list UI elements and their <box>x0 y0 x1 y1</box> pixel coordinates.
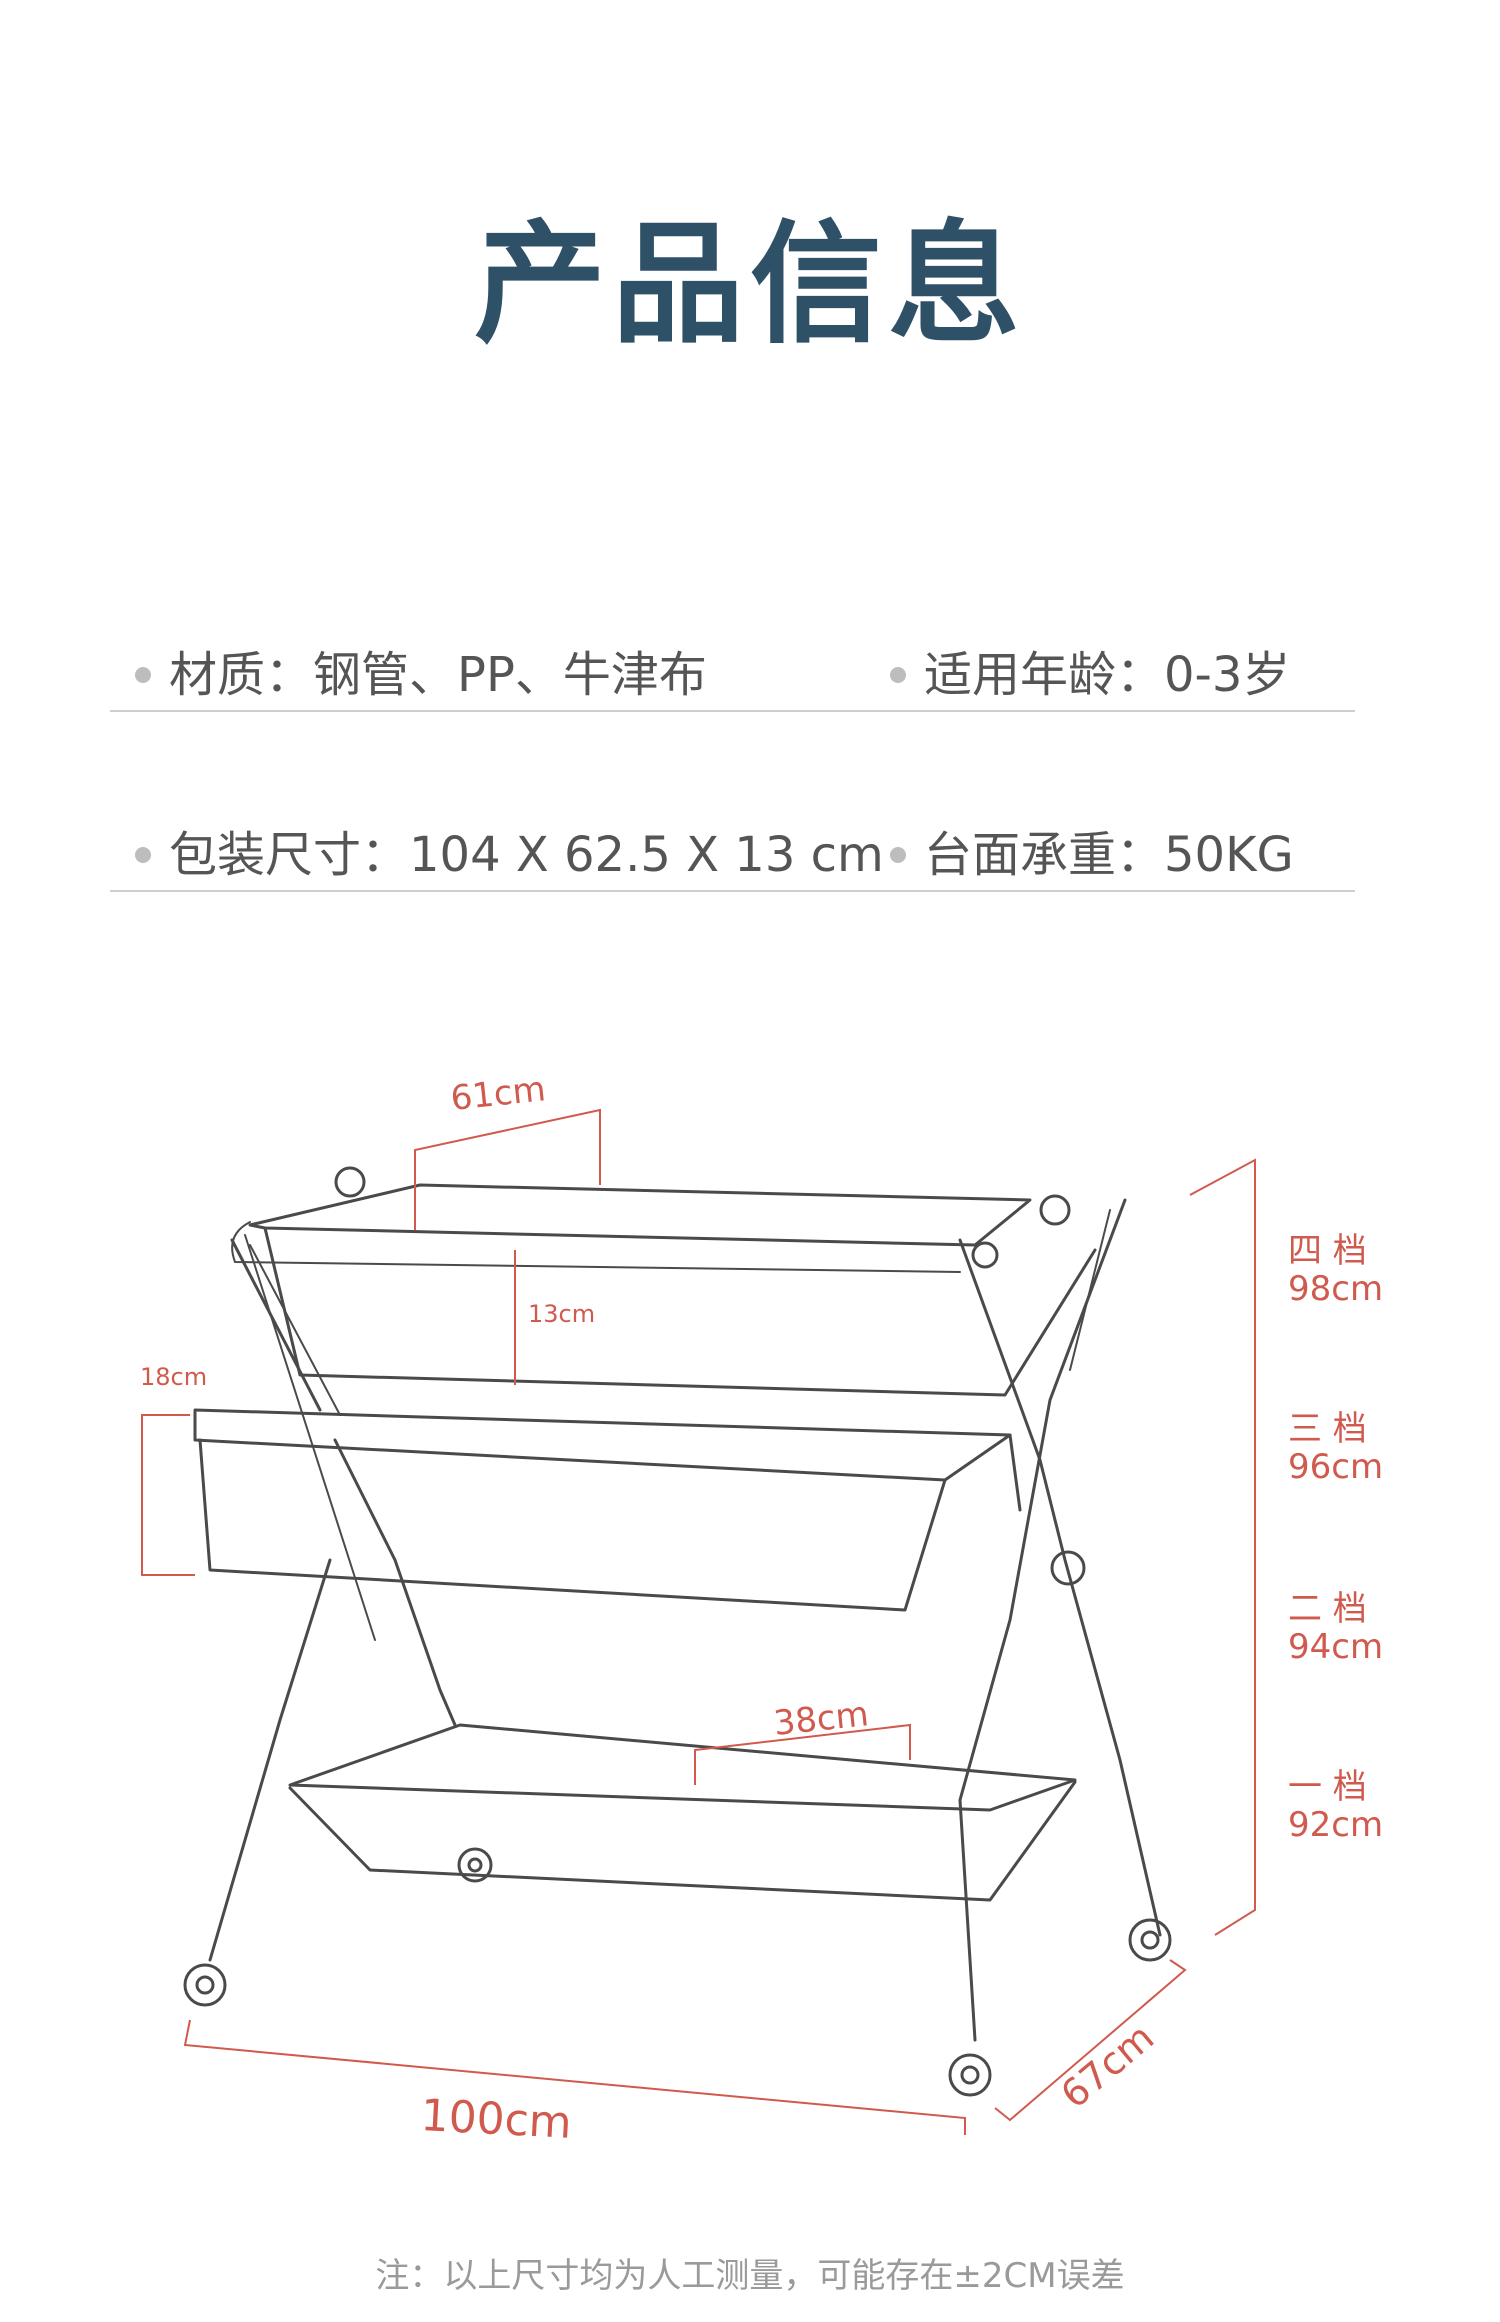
measurement-note: 注：以上尺寸均为人工测量，可能存在±2CM误差 <box>375 2256 1125 2296</box>
spec-age-text: 适用年龄：0-3岁 <box>924 647 1291 703</box>
dimension-lines <box>141 1108 1256 2135</box>
bullet-icon <box>135 667 151 683</box>
gear-3-label: 三 档 <box>1288 1409 1367 1449</box>
divider <box>110 710 1355 712</box>
bullet-icon <box>890 847 906 863</box>
depth-label: 67cm <box>1053 2015 1163 2117</box>
bullet-icon <box>890 667 906 683</box>
gear-4-label: 四 档 <box>1288 1231 1367 1271</box>
basket-depth-label: 18cm <box>140 1363 207 1391</box>
gear-4-value: 98cm <box>1288 1269 1383 1309</box>
length-label: 100cm <box>419 2090 573 2149</box>
gear-2-value: 94cm <box>1288 1627 1383 1667</box>
spec-package-text: 包装尺寸：104 X 62.5 X 13 cm <box>169 827 884 883</box>
gear-1-value: 92cm <box>1288 1805 1383 1845</box>
spec-load: 台面承重：50KG <box>890 815 1294 885</box>
spec-package: 包装尺寸：104 X 62.5 X 13 cm <box>135 815 884 885</box>
bottom-width-label: 38cm <box>772 1694 871 1744</box>
top-width-label: 61cm <box>449 1069 548 1119</box>
changing-table-illustration <box>183 1166 1172 2097</box>
top-depth-label: 13cm <box>528 1300 595 1328</box>
spec-load-text: 台面承重：50KG <box>924 827 1294 883</box>
spec-material-text: 材质：钢管、PP、牛津布 <box>169 647 707 703</box>
gear-3-value: 96cm <box>1288 1447 1383 1487</box>
divider <box>110 890 1355 892</box>
spec-material: 材质：钢管、PP、牛津布 <box>135 635 707 705</box>
gear-1-label: 一 档 <box>1288 1767 1367 1807</box>
gear-2-label: 二 档 <box>1288 1589 1367 1629</box>
spec-age: 适用年龄：0-3岁 <box>890 635 1290 705</box>
bullet-icon <box>135 847 151 863</box>
page-title: 产品信息 <box>474 208 1026 362</box>
